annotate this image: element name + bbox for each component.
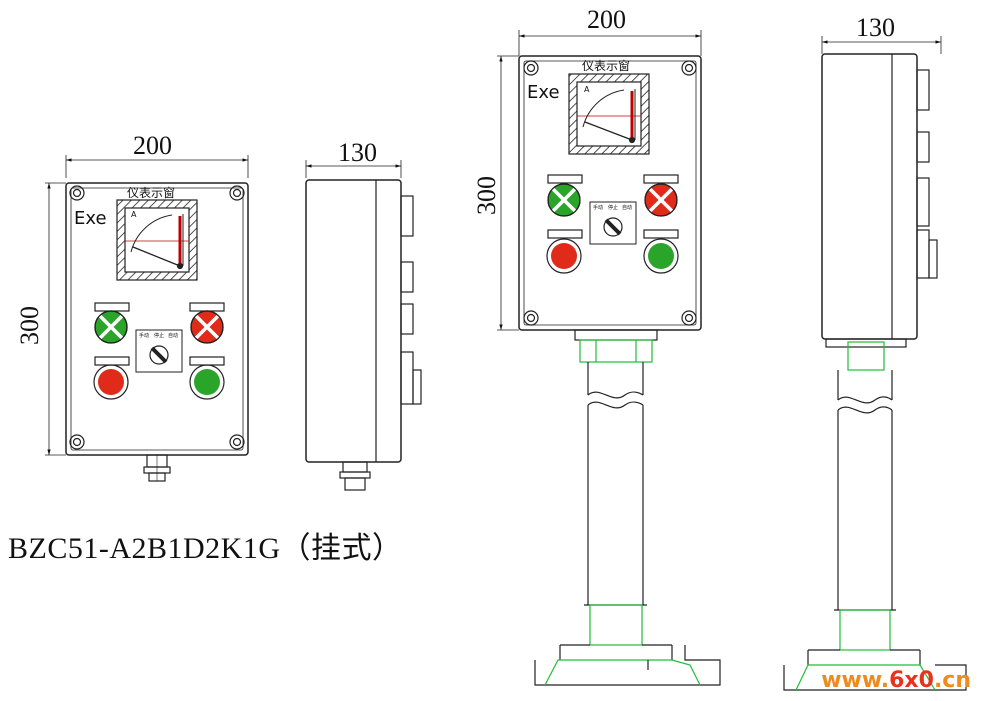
model-label: BZC51-A2B1D2K1G（挂式） [8, 532, 403, 565]
selector-switch-icon [589, 201, 637, 245]
ex-mark: Exe [527, 82, 560, 103]
watermark: www.6x0.cn [821, 668, 971, 693]
side-view-wall [305, 160, 422, 491]
corner-screw-icon [523, 60, 697, 326]
switch-label-mid: 停止 [608, 205, 619, 211]
switch-label-right: 自动 [622, 205, 633, 211]
switch-label-left: 手动 [593, 205, 604, 211]
switch-label-left: 手动 [139, 333, 150, 339]
width-dimension-label: 200 [133, 131, 172, 160]
depth-dimension-label: 130 [338, 138, 377, 167]
width-dimension-label: 200 [587, 5, 626, 34]
front-view-column [497, 30, 721, 686]
cable-gland [143, 454, 171, 482]
green-push-button-icon [189, 364, 225, 400]
depth-dimension-label: 130 [856, 13, 895, 42]
red-indicator-lamp-icon [190, 310, 224, 344]
red-push-button-icon [546, 238, 582, 274]
green-push-button-icon [643, 238, 679, 274]
front-view-wall [45, 155, 249, 482]
watermark-brand: 6x0 [889, 668, 934, 693]
height-dimension-label: 300 [472, 176, 501, 215]
meter-window [568, 73, 650, 155]
selector-switch-icon [135, 329, 183, 373]
corner-screw-icon [69, 185, 245, 450]
meter-unit: A [131, 210, 137, 219]
switch-label-mid: 停止 [154, 333, 165, 339]
column-support [534, 329, 721, 686]
watermark-suffix: .cn [933, 668, 971, 693]
ex-mark: Exe [74, 208, 107, 229]
watermark-prefix: www. [821, 668, 890, 693]
meter-unit: A [584, 85, 590, 94]
meter-caption: 仪表示窗 [582, 59, 631, 73]
red-indicator-lamp-icon [644, 183, 678, 217]
meter-window [116, 199, 198, 281]
side-view-column [783, 36, 967, 691]
meter-caption: 仪表示窗 [127, 186, 176, 200]
green-indicator-lamp-icon [94, 310, 128, 344]
height-dimension-label: 300 [15, 306, 44, 345]
green-indicator-lamp-icon [547, 183, 581, 217]
switch-label-right: 自动 [168, 333, 179, 339]
red-push-button-icon [93, 364, 129, 400]
